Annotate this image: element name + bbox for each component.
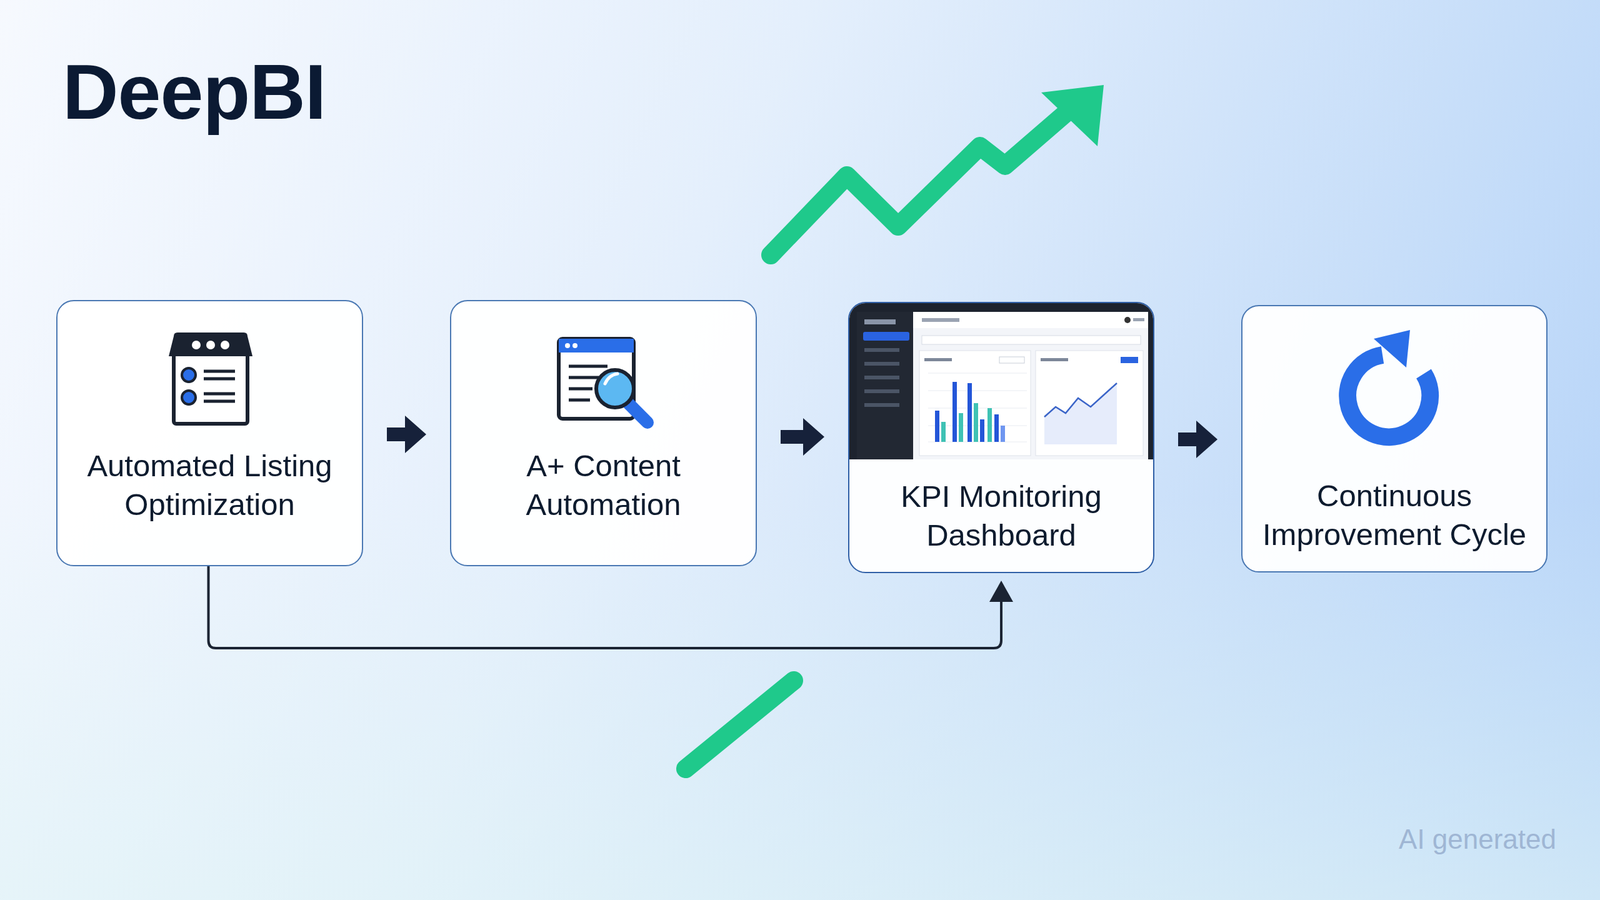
dashboard-screenshot-part <box>1040 358 1069 362</box>
listing-icon-part <box>220 340 230 350</box>
refresh-cycle-icon-part <box>1347 355 1430 437</box>
box-label: Automated Listing Optimization <box>70 446 350 524</box>
dashboard-screenshot-part-part <box>935 410 940 442</box>
listing-icon-part <box>191 340 201 350</box>
dashboard-screenshot-part-part <box>973 403 979 442</box>
dashboard-screenshot-part <box>921 318 960 322</box>
dashboard-screenshot-part <box>928 373 1027 442</box>
growth-line <box>685 680 794 769</box>
connector <box>386 415 427 454</box>
box-label: A+ Content Automation <box>463 446 744 524</box>
content-search-icon-part <box>568 365 608 369</box>
content-search-icon-part <box>568 376 599 380</box>
content-search-icon <box>451 301 757 464</box>
dashboard-screenshot-part-part <box>864 375 900 380</box>
listing-icon-part <box>203 370 235 374</box>
dashboard-screenshot-part-part <box>928 373 1027 374</box>
content-search-icon-part <box>558 338 634 353</box>
growth-zigzag-arrow-part <box>770 106 1074 255</box>
dashboard-screenshot-part-part <box>864 403 900 407</box>
dashboard-screenshot-part <box>935 381 999 442</box>
dashboard-screenshot-part-part <box>1000 425 1005 442</box>
connector <box>1178 420 1218 459</box>
listing-icon-part <box>206 340 215 350</box>
dashboard-screenshot-part <box>863 331 910 341</box>
listing-icon-part <box>168 332 253 357</box>
connector <box>208 566 1014 649</box>
dashboard-screenshot-part-part <box>864 348 900 352</box>
dashboard-screenshot-part <box>1133 318 1145 322</box>
dashboard-screenshot-part <box>919 350 1031 456</box>
dashboard-screenshot-part <box>1124 316 1131 324</box>
process-box: Continuous Improvement Cycle <box>1241 305 1548 573</box>
dashboard-screenshot-part-part <box>928 390 1027 392</box>
dashboard-screenshot-part <box>913 311 1149 460</box>
dashboard-screenshot-part <box>1035 350 1144 456</box>
content-search-icon-part <box>568 387 593 391</box>
dashboard-screenshot <box>849 303 1155 460</box>
content-search-icon-part <box>596 370 634 408</box>
dashboard-screenshot-part <box>1044 383 1117 445</box>
process-box: A+ Content Automation <box>450 300 757 567</box>
dashboard-screenshot-part <box>1000 425 1005 442</box>
listing-icon-part <box>181 368 196 382</box>
arrow-shaft <box>780 430 805 444</box>
dashboard-screenshot-part-part <box>941 421 946 442</box>
dashboard-screenshot-part-part <box>952 381 957 442</box>
dashboard-screenshot-part-part <box>864 361 900 366</box>
dashboard-screenshot-part <box>856 311 914 460</box>
feedback-line <box>208 566 1002 649</box>
content-search-icon-part <box>572 343 578 349</box>
listing-icon <box>57 301 364 464</box>
growth-arrow-head <box>1041 85 1104 147</box>
dashboard-screenshot-part-part <box>864 389 900 394</box>
arrow-head <box>989 580 1014 602</box>
dashboard-screenshot-part <box>1120 356 1139 364</box>
box-label: Continuous Improvement Cycle <box>1255 476 1534 554</box>
dashboard-screenshot-part <box>924 358 952 362</box>
arrow-head <box>405 415 427 454</box>
box-label: KPI Monitoring Dashboard <box>861 476 1141 555</box>
content-search-icon-part <box>565 343 570 349</box>
arrow-shaft <box>1178 432 1198 447</box>
watermark: AI generated <box>1398 823 1557 855</box>
process-box: Automated Listing Optimization <box>56 300 364 567</box>
listing-icon-part <box>203 400 235 404</box>
refresh-cycle-icon <box>1242 306 1548 469</box>
dashboard-screenshot-part <box>913 311 1149 329</box>
process-box: KPI Monitoring Dashboard <box>848 301 1155 574</box>
listing-icon-part <box>173 350 248 424</box>
content-search-icon-part <box>605 373 618 384</box>
content-search-icon-part <box>558 338 634 419</box>
growth-zigzag-arrow <box>770 106 1074 255</box>
dashboard-screenshot-part <box>849 303 1155 460</box>
dashboard-screenshot-part <box>941 403 992 442</box>
dashboard-screenshot-part-part <box>987 408 992 442</box>
dashboard-screenshot-part <box>999 356 1025 364</box>
arrow-head <box>803 418 825 456</box>
arrow-head <box>1196 420 1218 459</box>
dashboard-screenshot-part-part <box>864 319 896 325</box>
arrow-shaft <box>386 427 407 442</box>
listing-icon-part <box>203 377 235 381</box>
dashboard-screenshot-part-part <box>994 414 999 442</box>
listing-icon-part <box>203 392 235 396</box>
dashboard-screenshot-part-part <box>958 413 964 442</box>
dashboard-screenshot-part <box>921 335 1141 345</box>
dashboard-screenshot-part <box>864 319 900 407</box>
content-search-icon-part <box>626 401 648 423</box>
content-search-icon-part <box>568 398 590 402</box>
dashboard-screenshot-part <box>1044 383 1117 417</box>
diagram-title: DeepBI <box>62 47 326 137</box>
dashboard-screenshot-part-part <box>967 383 972 442</box>
refresh-cycle-icon-part <box>1373 330 1410 368</box>
dashboard-screenshot-part-part <box>980 419 985 442</box>
listing-icon-part <box>181 390 196 405</box>
connector <box>780 418 825 456</box>
